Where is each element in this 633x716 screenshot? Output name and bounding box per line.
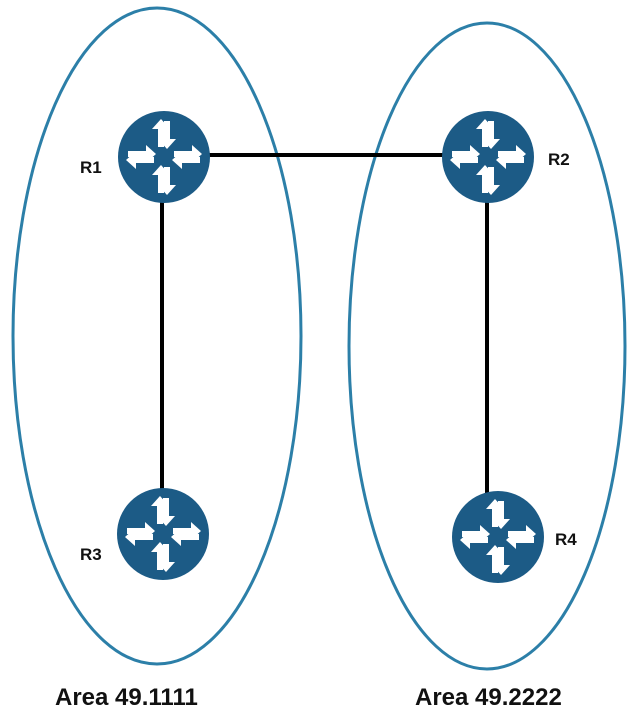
router-r4[interactable]: R4: [452, 491, 577, 583]
router-label: R3: [80, 545, 102, 564]
router-icon: [442, 111, 534, 203]
router-label: R2: [548, 150, 570, 169]
area-label-1: Area 49.1111: [55, 684, 198, 711]
area-boundary-1: [11, 6, 303, 666]
router-r3[interactable]: R3: [80, 488, 209, 580]
router-label: R4: [555, 530, 577, 549]
router-icon: [118, 111, 210, 203]
router-icon: [117, 488, 209, 580]
router-label: R1: [80, 158, 102, 177]
area-boundary-2: [347, 21, 627, 671]
router-r1[interactable]: R1: [80, 111, 210, 203]
area-label-2: Area 49.2222: [415, 684, 562, 711]
router-r2[interactable]: R2: [442, 111, 570, 203]
router-icon: [452, 491, 544, 583]
